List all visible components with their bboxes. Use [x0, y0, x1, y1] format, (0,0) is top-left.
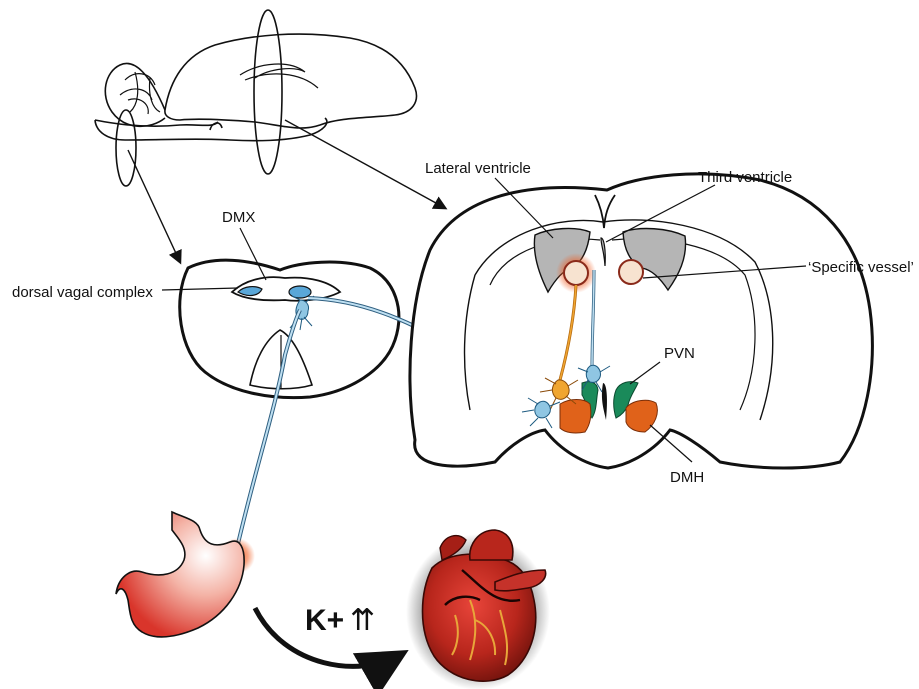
sagittal-brain	[95, 10, 416, 186]
medulla-section-plane	[116, 110, 136, 186]
arrow-to-medulla	[128, 150, 180, 262]
label-pvn: PVN	[664, 345, 695, 362]
label-third-ventricle: Third ventricle	[698, 169, 792, 186]
label-dmh: DMH	[670, 469, 704, 486]
label-increase-arrows: ⇈	[350, 603, 375, 638]
heart-icon	[406, 530, 550, 689]
dmh-left	[560, 400, 591, 433]
label-dorsal-vagal-complex: dorsal vagal complex	[12, 284, 153, 301]
cerebellum-folia	[120, 72, 160, 114]
corpus-callosum	[240, 64, 318, 88]
label-dmx: DMX	[222, 209, 255, 226]
cerebrum-outline	[165, 34, 417, 128]
label-specific-vessel: ‘Specific vessel’	[808, 259, 914, 276]
medulla-section	[180, 260, 399, 397]
coronal-section-plane	[254, 10, 282, 174]
stomach-body	[116, 512, 244, 637]
specific-vessel-right	[619, 260, 643, 284]
label-lateral-ventricle: Lateral ventricle	[425, 160, 531, 177]
specific-vessel-left	[564, 261, 588, 285]
stomach-icon	[116, 512, 255, 637]
label-potassium: K+	[305, 604, 344, 637]
arrow-to-coronal	[285, 120, 445, 208]
coronal-section	[410, 174, 872, 468]
